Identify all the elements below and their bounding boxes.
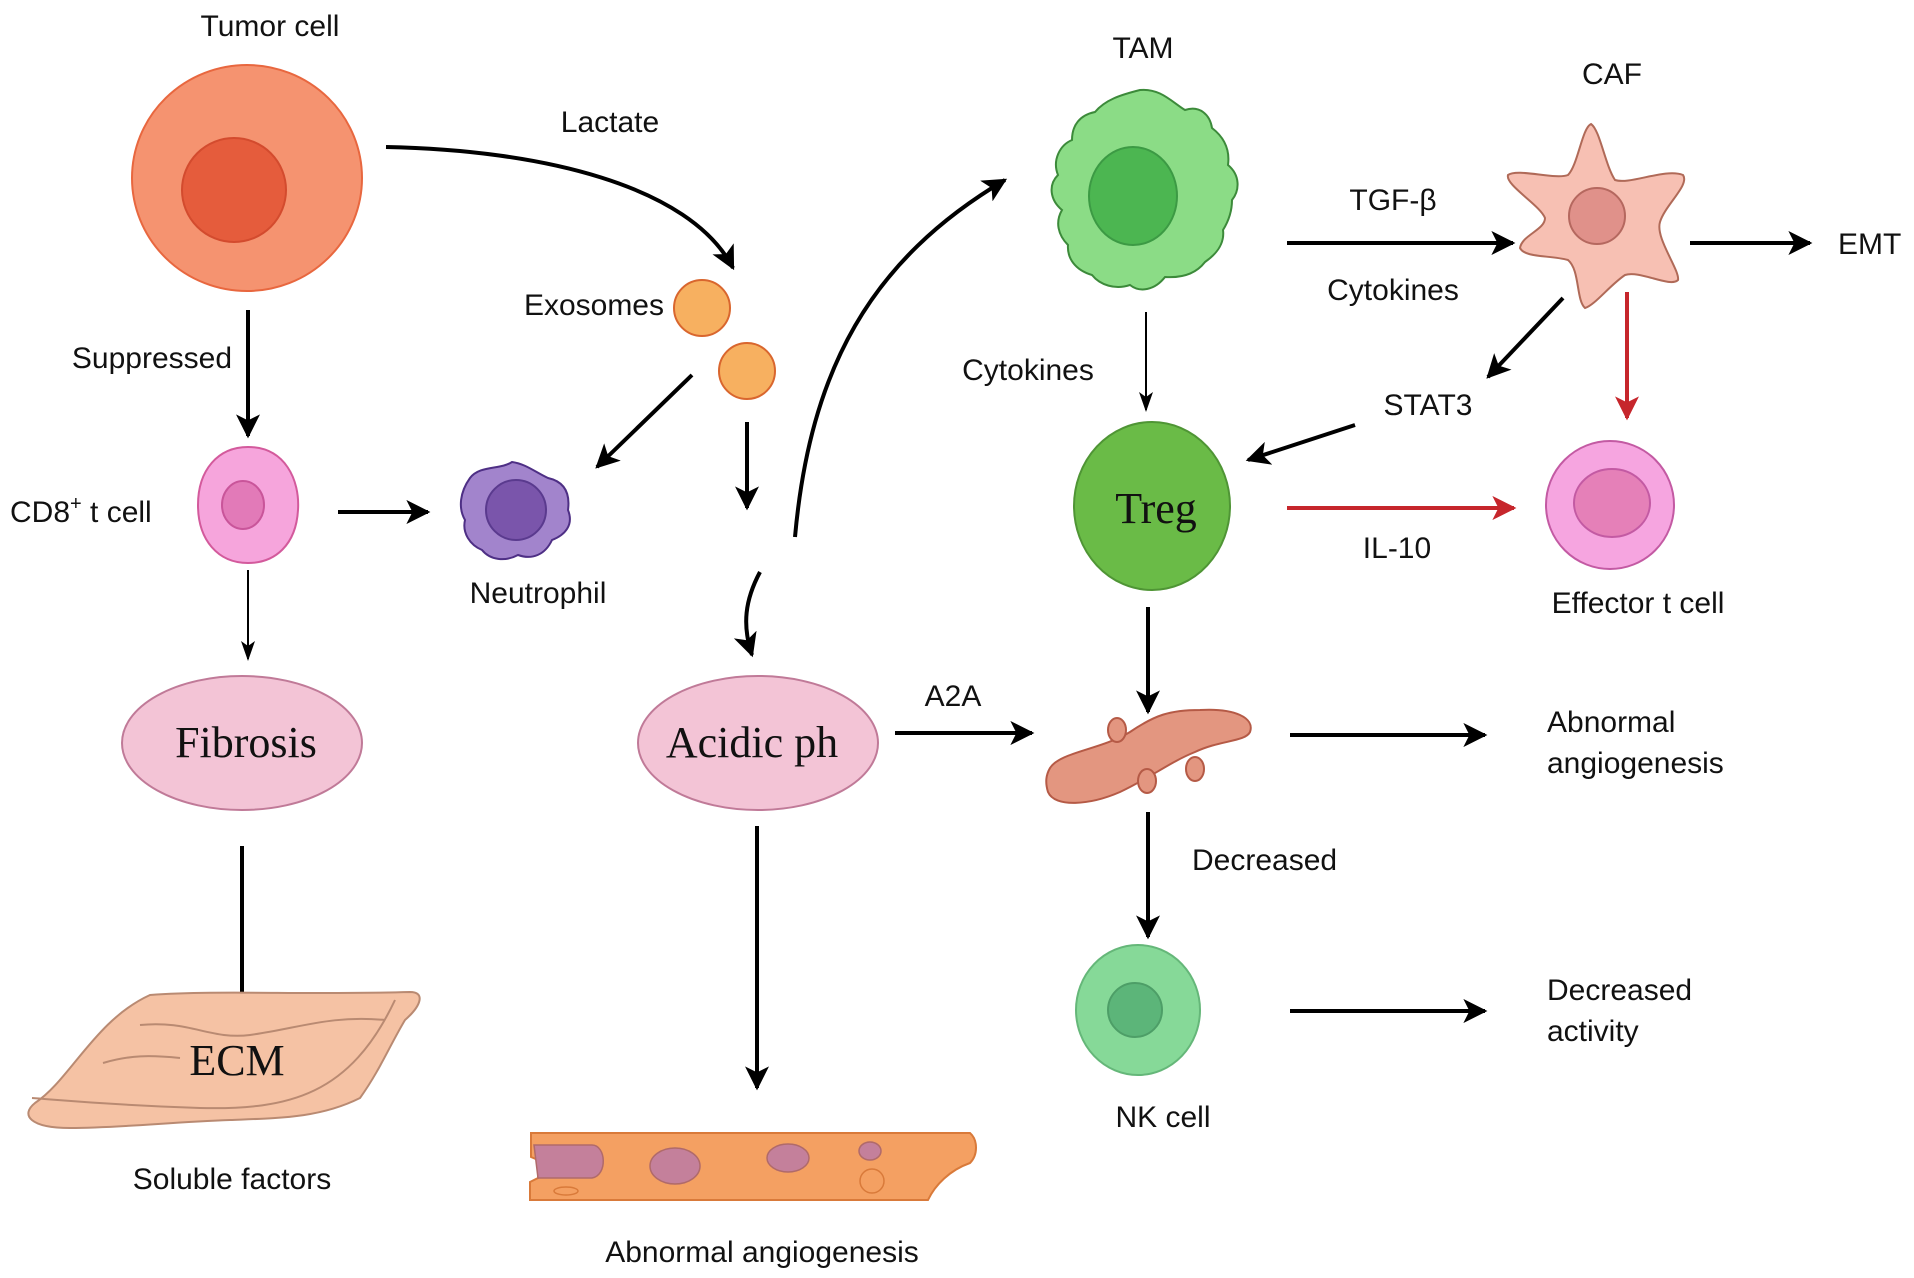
soluble-factors-label: Soluble factors bbox=[133, 1163, 331, 1196]
tam-cell bbox=[1050, 88, 1239, 291]
neutrophil-label: Neutrophil bbox=[470, 577, 607, 610]
abnormal-angiogenesis-line1: Abnormal bbox=[1547, 706, 1675, 739]
cd8-label-main: CD8 bbox=[10, 496, 70, 529]
tgf-beta-label: TGF-β bbox=[1349, 184, 1436, 217]
caf-nucleus bbox=[1568, 187, 1626, 245]
to-acidic-ph-arrow bbox=[733, 571, 762, 658]
decreased-activity-line2: activity bbox=[1547, 1015, 1639, 1048]
vessel-spot-2 bbox=[649, 1147, 701, 1185]
tam-nucleus bbox=[1088, 146, 1178, 246]
ecm-sheet bbox=[27, 990, 421, 1130]
vessel-spot-6 bbox=[553, 1186, 579, 1196]
vessel-particle-3 bbox=[1185, 756, 1205, 782]
blood-vessel-right bbox=[1045, 708, 1252, 804]
il10-label: IL-10 bbox=[1363, 532, 1431, 565]
vessel-particle-1 bbox=[1107, 717, 1127, 743]
vessel-particle-2 bbox=[1137, 768, 1157, 794]
caf-label: CAF bbox=[1582, 58, 1642, 91]
cd8-label: CD8+ t cell bbox=[10, 493, 152, 529]
exosomes-label: Exosomes bbox=[524, 289, 664, 322]
cd8-cell-nucleus bbox=[221, 480, 265, 530]
vessel-bottom bbox=[529, 1132, 977, 1201]
neutrophil-nucleus bbox=[485, 479, 547, 541]
vessel-bottom-label: Abnormal angiogenesis bbox=[605, 1236, 919, 1269]
effector-cell-nucleus bbox=[1573, 468, 1651, 538]
caf-to-stat3-arrow bbox=[1486, 296, 1565, 379]
fibrosis-label: Fibrosis bbox=[175, 718, 317, 767]
acidic-ph-ellipse bbox=[637, 675, 879, 811]
caf-cell bbox=[1506, 122, 1686, 310]
decreased-label: Decreased bbox=[1192, 844, 1337, 877]
ecm-fold-1 bbox=[139, 1017, 386, 1037]
cd8-label-sup: + bbox=[70, 493, 82, 515]
ecm-shape bbox=[27, 990, 421, 1130]
to-tam-arrow bbox=[793, 178, 1008, 538]
ecm-fold-2 bbox=[102, 1055, 181, 1064]
stat3-to-treg-arrow bbox=[1245, 423, 1356, 465]
ecm-label: ECM bbox=[189, 1036, 284, 1085]
neutrophil bbox=[459, 460, 571, 561]
vessel-spot-1 bbox=[533, 1144, 604, 1179]
vessel-spot-4 bbox=[858, 1141, 882, 1161]
decreased-activity-line1: Decreased bbox=[1547, 974, 1692, 1007]
stat3-label: STAT3 bbox=[1384, 389, 1473, 422]
emt-label: EMT bbox=[1838, 228, 1901, 261]
nk-cell-label: NK cell bbox=[1115, 1101, 1210, 1134]
lactate-arrow bbox=[385, 145, 735, 271]
acidic-ph-label: Acidic ph bbox=[666, 718, 838, 767]
effector-t-cell-label: Effector t cell bbox=[1552, 587, 1725, 620]
a2a-label: A2A bbox=[925, 680, 982, 713]
cytokines-tam-label: Cytokines bbox=[962, 354, 1094, 387]
treg-cell bbox=[1073, 421, 1231, 591]
cd8-label-rest: t cell bbox=[82, 496, 152, 529]
effector-t-cell bbox=[1545, 440, 1675, 570]
tumor-cell-nucleus bbox=[181, 137, 287, 243]
cytokines-caf-label: Cytokines bbox=[1327, 274, 1459, 307]
vessel-body-right bbox=[1045, 708, 1252, 804]
exosomes bbox=[673, 279, 776, 400]
tumor-cell-label: Tumor cell bbox=[201, 10, 340, 43]
exosome-2 bbox=[718, 342, 776, 400]
exosome-1 bbox=[673, 279, 731, 337]
ecm-fold-3 bbox=[31, 999, 396, 1110]
tam-label: TAM bbox=[1112, 32, 1173, 65]
fibrosis-ellipse bbox=[121, 675, 363, 811]
lactate-label: Lactate bbox=[561, 106, 659, 139]
abnormal-angiogenesis-line2: angiogenesis bbox=[1547, 747, 1724, 780]
cd8-t-cell bbox=[196, 445, 300, 565]
nk-cell-nucleus bbox=[1107, 982, 1163, 1038]
vessel-spot-5 bbox=[859, 1168, 885, 1194]
exosome-to-neutrophil-arrow bbox=[595, 373, 694, 469]
vessel-spot-3 bbox=[766, 1143, 810, 1173]
suppressed-label: Suppressed bbox=[72, 342, 232, 375]
treg-label: Treg bbox=[1115, 484, 1197, 533]
tumor-cell bbox=[131, 64, 363, 292]
nk-cell bbox=[1075, 944, 1201, 1076]
